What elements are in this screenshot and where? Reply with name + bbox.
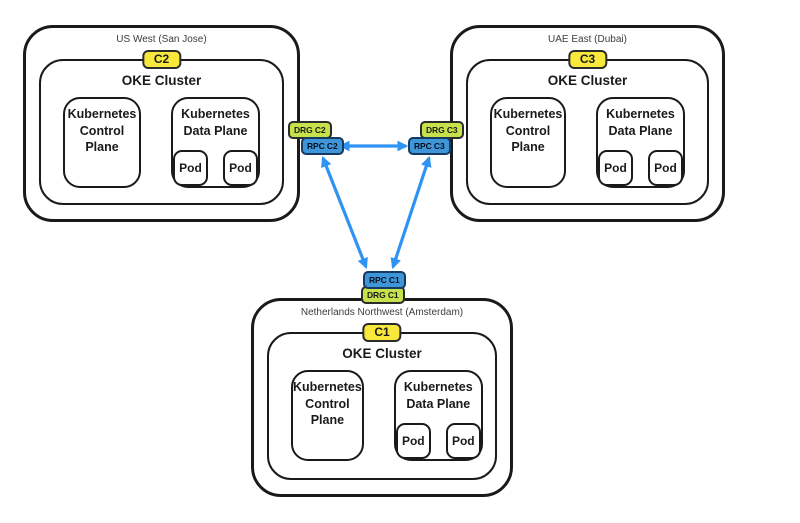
data-plane-line1: Kubernetes (403, 380, 473, 394)
pods-row-c3: Pod Pod (598, 150, 683, 186)
cluster-region-c2: US West (San Jose) C2 OKE Cluster Kubern… (23, 25, 300, 222)
control-plane-box-c1: Kubernetes Control Plane (291, 370, 364, 461)
pod-box: Pod (223, 150, 258, 186)
planes-row-c2: Kubernetes Control Plane Kubernetes Data… (53, 97, 270, 188)
data-plane-label-c1: Kubernetes Data Plane (396, 379, 481, 412)
rpc-link-c3-c1 (390, 155, 432, 270)
oke-cluster-box-c3: OKE Cluster Kubernetes Control Plane Kub… (466, 59, 709, 205)
rpc-c2-badge: RPC C2 (301, 137, 344, 155)
control-plane-box-c2: Kubernetes Control Plane (63, 97, 141, 188)
data-plane-label-c3: Kubernetes Data Plane (598, 106, 683, 139)
pod-box: Pod (598, 150, 633, 186)
data-plane-box-c1: Kubernetes Data Plane Pod Pod (393, 370, 483, 461)
rpc-c1-badge: RPC C1 (363, 271, 406, 289)
region-label-c1: Netherlands Northwest (Amsterdam) (300, 307, 464, 318)
region-label-c2: US West (San Jose) (116, 34, 207, 45)
pods-row-c2: Pod Pod (173, 150, 258, 186)
cluster-region-c3: UAE East (Dubai) C3 OKE Cluster Kubernet… (450, 25, 725, 222)
data-plane-box-c2: Kubernetes Data Plane Pod Pod (171, 97, 260, 188)
data-plane-line1: Kubernetes (181, 107, 250, 121)
oke-cluster-box-c1: OKE Cluster Kubernetes Control Plane Kub… (267, 332, 497, 480)
oke-cluster-title-c1: OKE Cluster (342, 346, 422, 361)
control-plane-label-c2: Kubernetes Control Plane (65, 106, 139, 156)
planes-row-c1: Kubernetes Control Plane Kubernetes Data… (281, 370, 483, 461)
cluster-badge-c3: C3 (567, 50, 608, 69)
control-plane-line2: Control Plane (305, 396, 350, 428)
control-plane-line2: Control Plane (79, 123, 125, 155)
control-plane-label-c1: Kubernetes Control Plane (293, 379, 362, 429)
pod-box: Pod (648, 150, 683, 186)
control-plane-line1: Kubernetes (293, 380, 362, 394)
oke-cluster-title-c3: OKE Cluster (547, 73, 628, 88)
control-plane-box-c3: Kubernetes Control Plane (490, 97, 566, 188)
planes-row-c3: Kubernetes Control Plane Kubernetes Data… (480, 97, 695, 188)
data-plane-line2: Data Plane (183, 123, 248, 138)
control-plane-line1: Kubernetes (493, 107, 563, 121)
data-plane-label-c2: Kubernetes Data Plane (173, 106, 258, 139)
oke-cluster-box-c2: OKE Cluster Kubernetes Control Plane Kub… (39, 59, 284, 205)
pod-box: Pod (445, 423, 481, 459)
cluster-badge-c2: C2 (141, 50, 182, 69)
data-plane-line1: Kubernetes (606, 107, 675, 121)
oke-cluster-title-c2: OKE Cluster (121, 73, 202, 88)
pod-box: Pod (395, 423, 431, 459)
control-plane-label-c3: Kubernetes Control Plane (492, 106, 564, 156)
control-plane-line2: Control Plane (505, 123, 551, 155)
pod-box: Pod (173, 150, 208, 186)
control-plane-line1: Kubernetes (67, 107, 137, 121)
data-plane-line2: Data Plane (608, 123, 673, 138)
rpc-link-c2-c1 (321, 155, 368, 270)
data-plane-line2: Data Plane (406, 396, 471, 411)
cluster-region-c1: Netherlands Northwest (Amsterdam) C1 OKE… (251, 298, 513, 497)
rpc-c3-badge: RPC C3 (408, 137, 451, 155)
data-plane-box-c3: Kubernetes Data Plane Pod Pod (596, 97, 685, 188)
cluster-badge-c1: C1 (362, 323, 402, 342)
region-label-c3: UAE East (Dubai) (548, 34, 627, 45)
pods-row-c1: Pod Pod (395, 423, 481, 459)
